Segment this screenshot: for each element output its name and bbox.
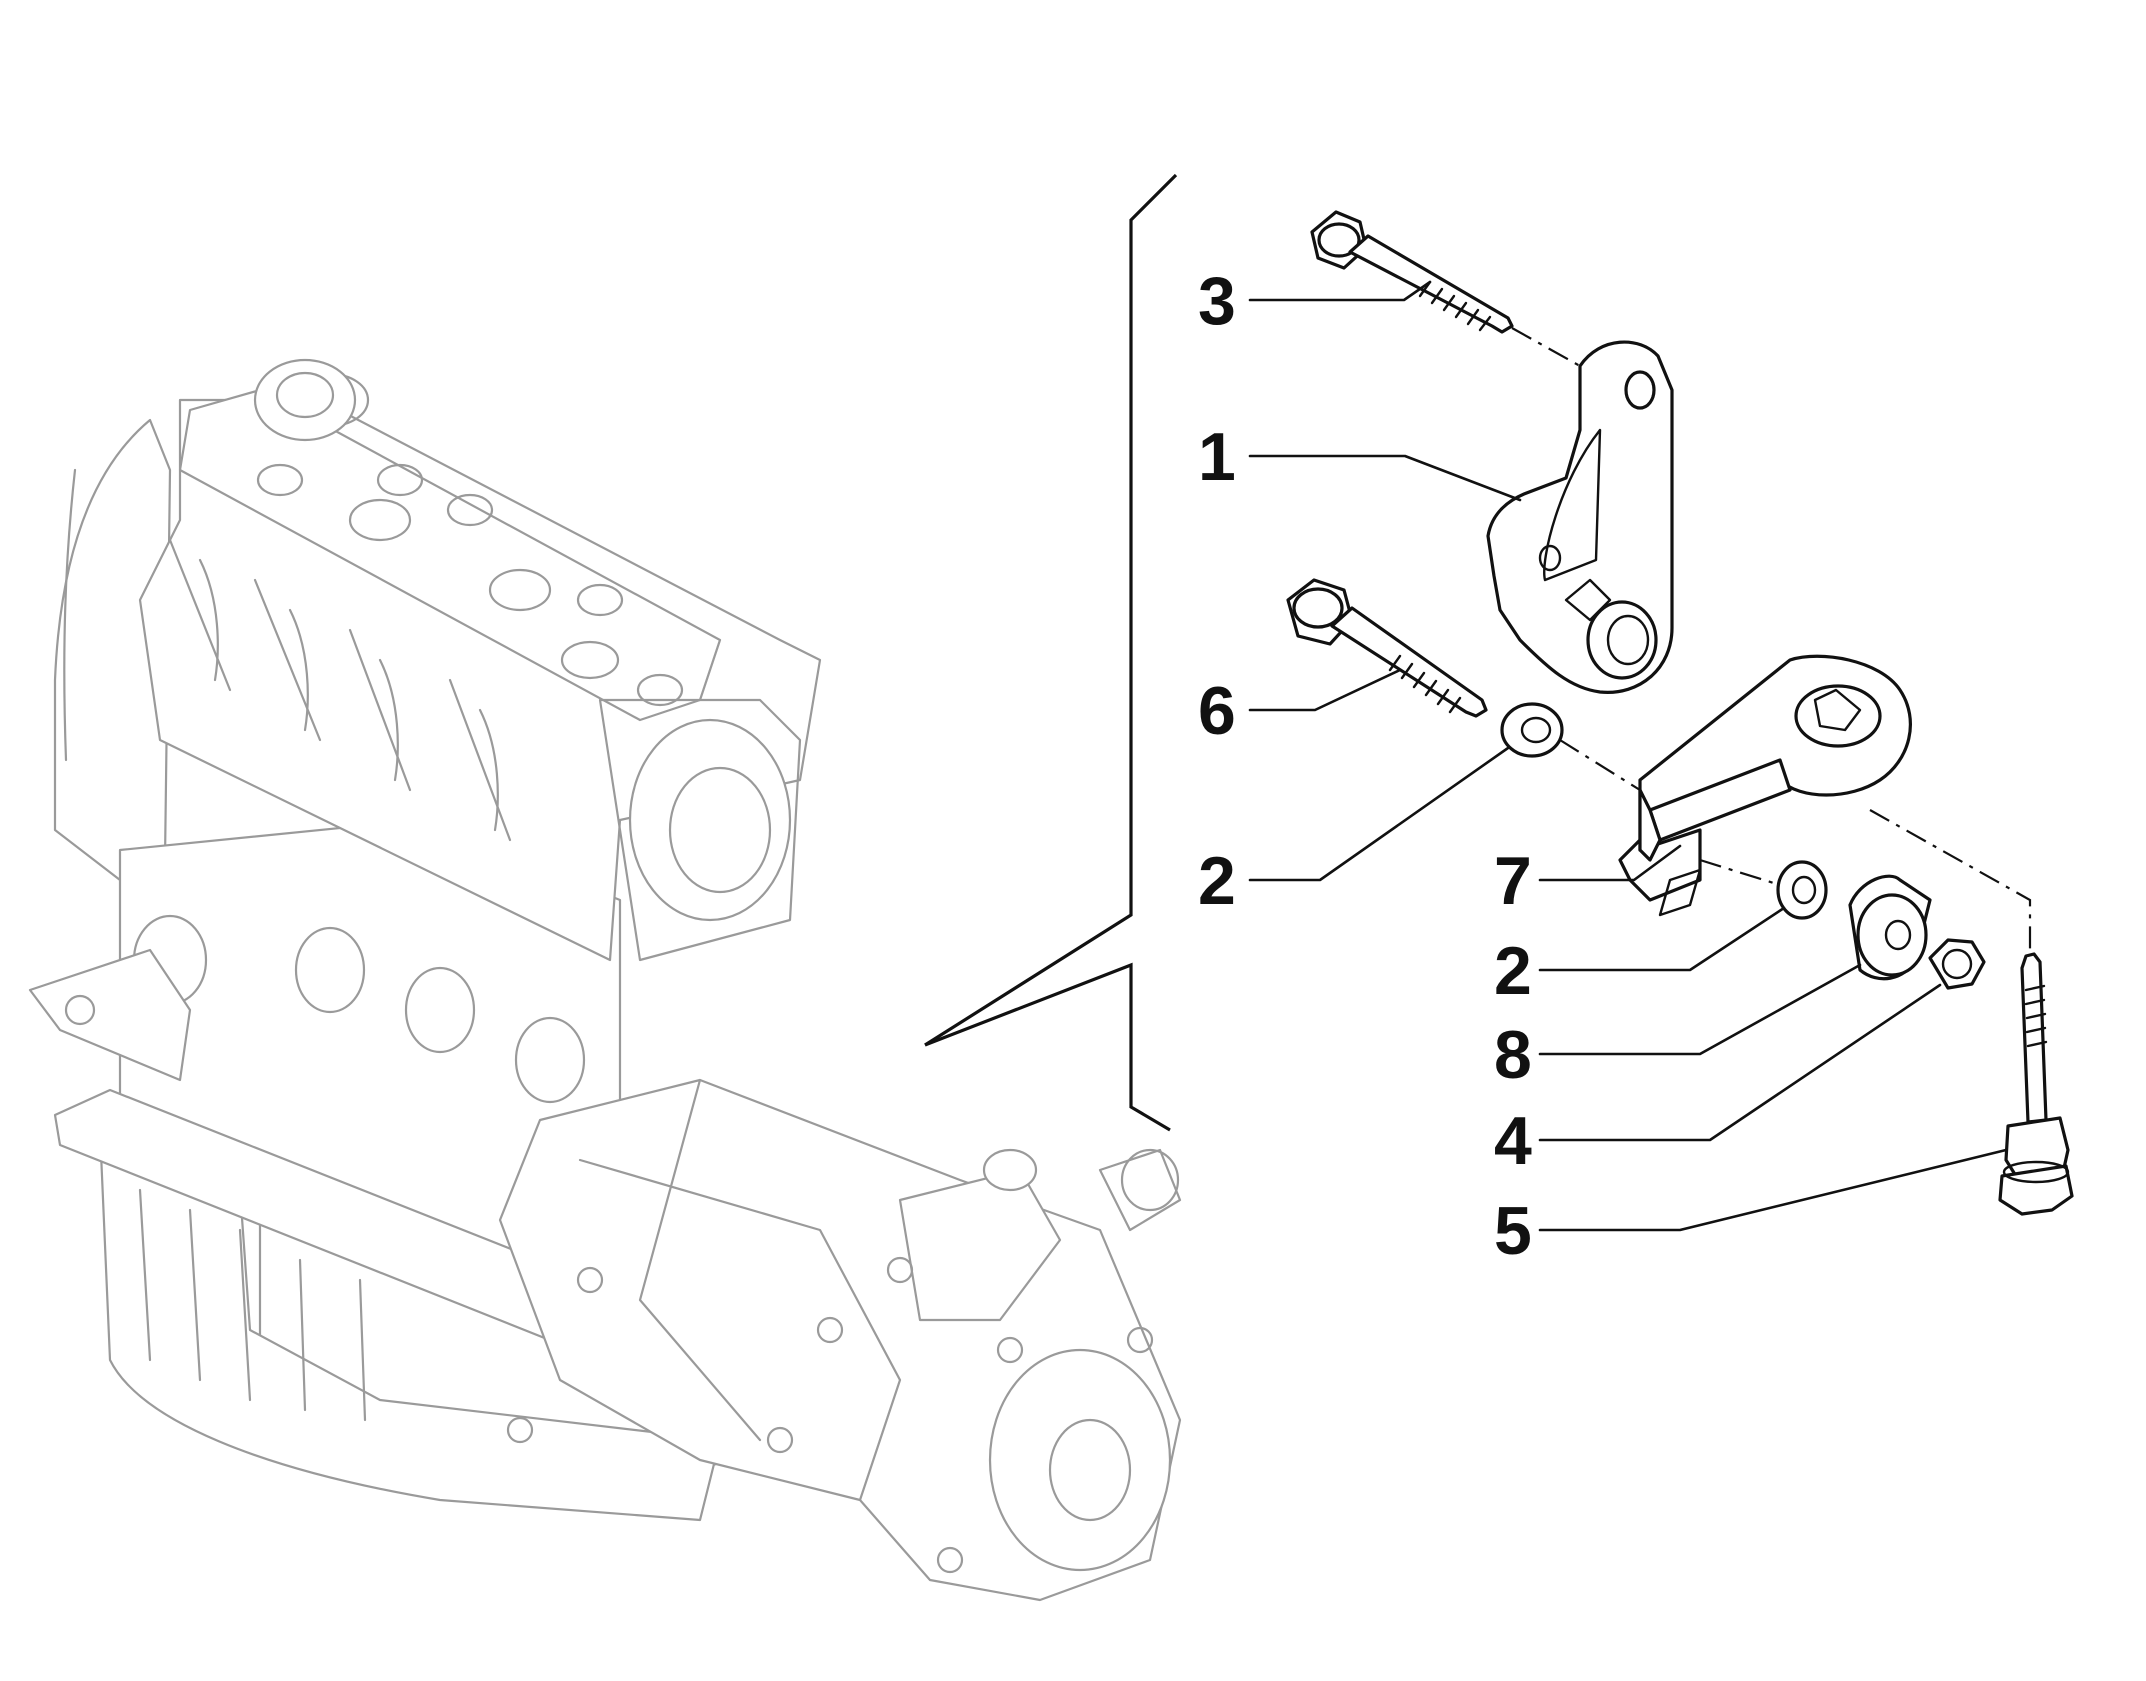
leader-lines bbox=[1248, 280, 2008, 1232]
part-6-bolt bbox=[1286, 578, 1488, 718]
detail-frame-upper bbox=[924, 173, 1178, 1047]
callout-3: 3 bbox=[1198, 263, 1236, 339]
callout-1: 1 bbox=[1198, 419, 1236, 495]
engine-assembly-illustration bbox=[28, 358, 1182, 1602]
part-2-washer-upper bbox=[1500, 702, 1564, 758]
part-2-washer-lower bbox=[1776, 860, 1828, 920]
intake-runners bbox=[168, 538, 512, 842]
timing-cover-edge bbox=[63, 468, 77, 762]
part-1-mount-bracket bbox=[1486, 340, 1674, 694]
callout-4: 4 bbox=[1494, 1103, 1532, 1179]
gearbox-ribs bbox=[578, 1078, 902, 1502]
part-8-bush bbox=[1848, 874, 1932, 981]
part-3-bolt bbox=[1310, 210, 1514, 334]
part-4-nut bbox=[1928, 938, 1986, 990]
oil-filler-cap bbox=[253, 358, 357, 442]
callout-7: 7 bbox=[1494, 843, 1532, 919]
callout-2-lower: 2 bbox=[1494, 933, 1532, 1009]
part-5-bolt bbox=[1998, 952, 2074, 1216]
callout-8: 8 bbox=[1494, 1017, 1532, 1093]
gearbox-bolts bbox=[506, 1256, 1154, 1574]
callout-5: 5 bbox=[1494, 1193, 1532, 1269]
cam-pulley-cover bbox=[628, 718, 792, 922]
left-mount-bracket bbox=[28, 948, 192, 1082]
callout-2-upper: 2 bbox=[1198, 843, 1236, 919]
sump-ribs bbox=[138, 1188, 367, 1422]
detail-frame-lower bbox=[924, 962, 1171, 1132]
head-end-plate bbox=[598, 698, 802, 962]
part-7-torque-rod bbox=[1618, 654, 1912, 917]
gearbox-end-cover bbox=[988, 1348, 1172, 1572]
callout-6: 6 bbox=[1198, 673, 1236, 749]
timing-cover bbox=[53, 418, 172, 882]
assembly-centerlines bbox=[1511, 327, 2032, 950]
callout-labels: 3 1 6 2 7 2 8 4 5 bbox=[1198, 263, 1532, 1269]
oil-sump bbox=[98, 1128, 722, 1522]
drive-flange bbox=[1098, 1148, 1182, 1232]
